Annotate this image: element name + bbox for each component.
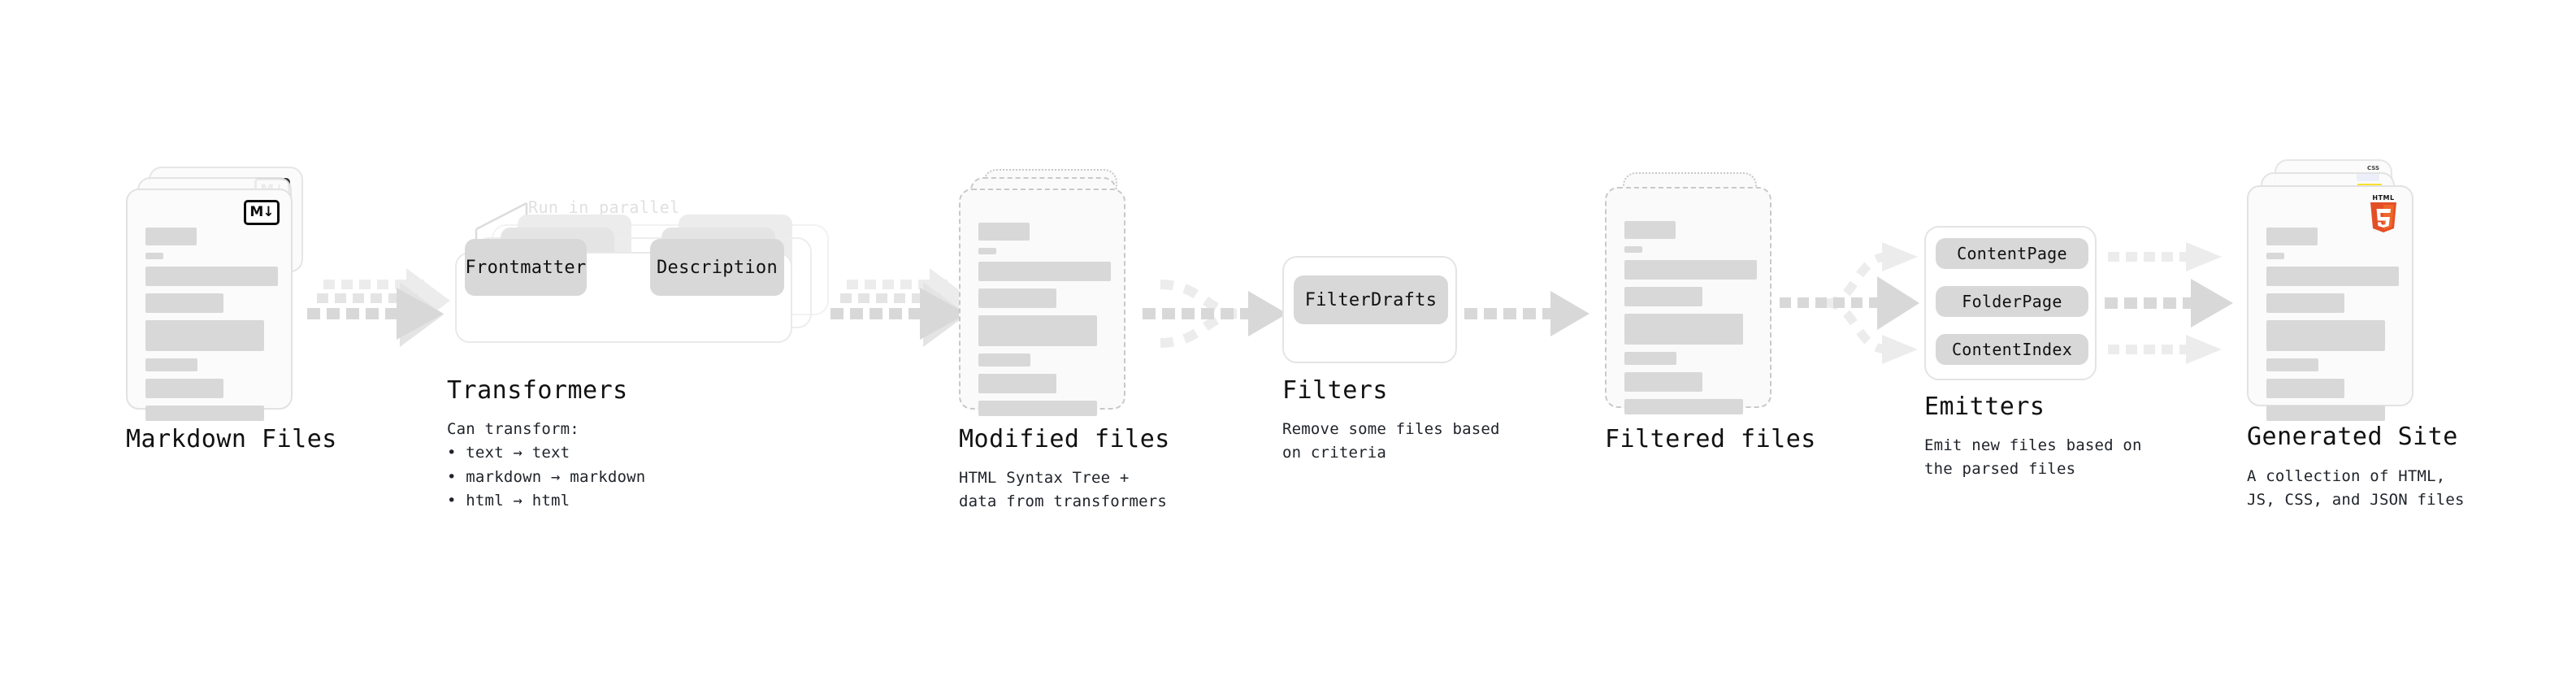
stage-subtitle-transformers: Can transform: • text → text • markdown … xyxy=(447,420,646,510)
filtered-file-stack xyxy=(1605,0,1881,414)
stage-subtitle-emitters: Emit new files based on the parsed files xyxy=(1924,436,2142,479)
transformer-chip-frontmatter[interactable]: Frontmatter xyxy=(465,239,587,296)
transformer-group: Frontmatter Description xyxy=(455,239,792,343)
generated-site-stack: CSS HTML xyxy=(2247,0,2539,421)
stage-title-markdown-files: Markdown Files xyxy=(126,425,337,453)
css-label: CSS xyxy=(2366,165,2379,171)
stage-modified-files: Modified files HTML Syntax Tree + data f… xyxy=(959,0,1235,510)
emitters-group: ContentPage FolderPage ContentIndex xyxy=(1924,226,2097,380)
filter-chip-filterdrafts[interactable]: FilterDrafts xyxy=(1294,275,1448,324)
doc-placeholder-lines xyxy=(1624,221,1757,422)
markdown-file-stack: M↓ M↓ M↓ xyxy=(126,0,402,421)
modified-file-card-front xyxy=(959,189,1125,416)
emitter-chip-folderpage[interactable]: FolderPage xyxy=(1936,286,2088,317)
transformer-chip-description[interactable]: Description xyxy=(650,239,784,296)
stage-title-filters: Filters xyxy=(1282,376,1388,405)
stage-subtitle-modified-files: HTML Syntax Tree + data from transformer… xyxy=(959,469,1168,511)
doc-placeholder-lines xyxy=(978,223,1111,423)
emitter-chip-contentindex[interactable]: ContentIndex xyxy=(1936,334,2088,365)
generated-file-card-html: HTML xyxy=(2247,185,2413,421)
arrow-filters-to-filtered xyxy=(1464,291,1589,336)
stage-filtered-files: Filtered files xyxy=(1605,0,1881,453)
run-in-parallel-label: Run in parallel xyxy=(528,197,680,217)
modified-file-stack xyxy=(959,0,1235,416)
emitter-chip-contentpage[interactable]: ContentPage xyxy=(1936,238,2088,269)
stage-title-modified-files: Modified files xyxy=(959,425,1170,453)
doc-placeholder-lines xyxy=(2266,228,2399,428)
filtered-file-card-front xyxy=(1605,187,1772,414)
markdown-badge-icon: M↓ xyxy=(244,200,280,225)
arrow-emitters-to-site xyxy=(2105,242,2233,364)
stage-subtitle-generated-site: A collection of HTML, JS, CSS, and JSON … xyxy=(2247,467,2465,510)
markdown-file-card-front: M↓ xyxy=(126,189,293,421)
filters-group: FilterDrafts xyxy=(1282,256,1457,363)
stage-generated-site: CSS HTML xyxy=(2247,0,2539,509)
doc-placeholder-lines xyxy=(145,228,278,428)
stage-subtitle-filters: Remove some files based on criteria xyxy=(1282,420,1500,462)
stage-title-emitters: Emitters xyxy=(1924,393,2045,421)
stage-markdown-files: M↓ M↓ M↓ Markd xyxy=(126,0,402,453)
stage-title-filtered-files: Filtered files xyxy=(1605,425,1816,453)
html5-icon: HTML xyxy=(2368,194,2399,232)
stage-title-generated-site: Generated Site xyxy=(2247,423,2458,451)
stage-title-transformers: Transformers xyxy=(447,376,628,405)
